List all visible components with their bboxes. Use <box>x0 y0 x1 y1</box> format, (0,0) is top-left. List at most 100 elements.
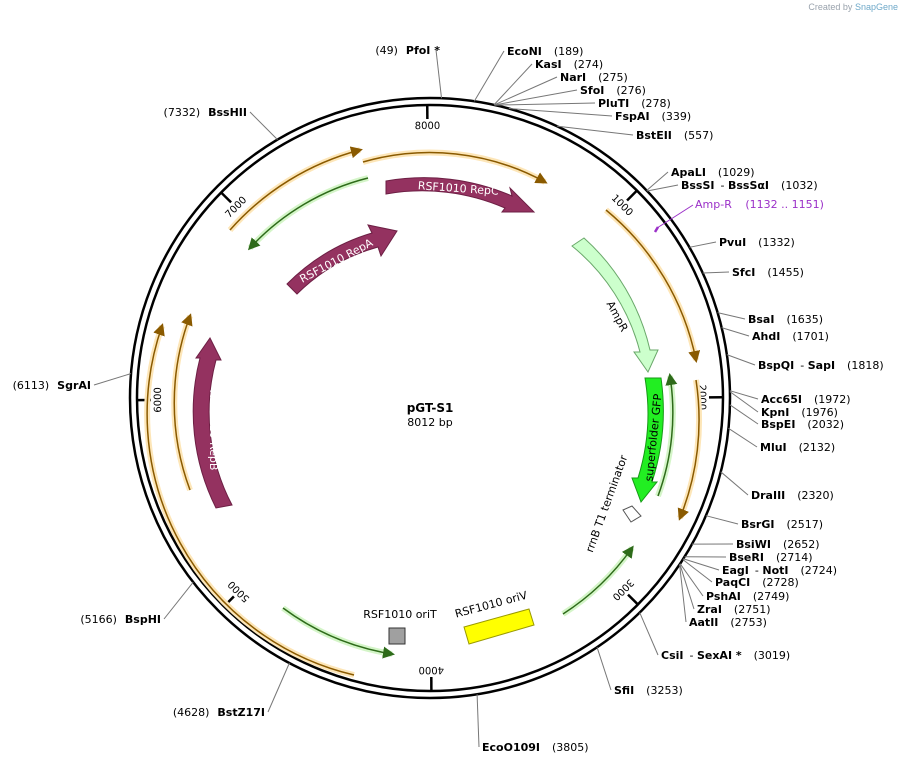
enzyme-site[interactable]: BsiWI(2652) <box>691 538 820 551</box>
orf-arc-left-inner-orange-line <box>173 313 193 491</box>
enzyme-leader-line <box>682 559 713 583</box>
enzyme-name: FspAI <box>615 110 650 123</box>
orf-arc-top-orange-line <box>362 151 548 184</box>
orf-arc-bottom-right-green <box>561 546 635 617</box>
enzyme-name: KpnI <box>761 406 789 419</box>
enzyme-site[interactable]: PluTI(278) <box>494 97 671 110</box>
enzyme-leader-line <box>705 515 739 525</box>
enzyme-position: (49) <box>375 44 398 57</box>
enzyme-labels: EcoNI(189)KasI(274)NarI(275)SfoI(276)Plu… <box>13 44 884 754</box>
enzyme-name: SfoI <box>580 84 604 97</box>
enzyme-position: (1332) <box>758 236 795 249</box>
enzyme-label: DraIII(2320) <box>751 489 834 502</box>
enzyme-label: (7332)BssHII <box>164 106 247 119</box>
enzyme-separator: - <box>800 359 807 372</box>
enzyme-position: (4628) <box>173 706 210 719</box>
feature-repb[interactable]: RSF1010 RepB <box>192 337 233 509</box>
enzyme-site[interactable]: BspQI- SapI(1818) <box>726 354 884 372</box>
enzyme-site[interactable]: SfcI(1455) <box>702 266 804 279</box>
enzyme-leader-line <box>679 563 695 610</box>
enzyme-name: PfoI * <box>406 44 440 57</box>
enzyme-label: KasI(274) <box>535 58 603 71</box>
feature-orit[interactable]: RSF1010 oriT <box>363 608 437 645</box>
enzyme-site[interactable]: (5166)BspHI <box>80 581 194 626</box>
enzyme-leader-line <box>493 76 558 106</box>
enzyme-site[interactable]: SfiI(3253) <box>596 647 683 697</box>
primer-amp-r[interactable]: Amp-R (1132 .. 1151) <box>653 198 824 233</box>
enzyme-separator: - <box>689 649 696 662</box>
enzyme-site[interactable]: NarI(275) <box>493 71 628 106</box>
enzyme-site[interactable]: (6113)SgrAI <box>13 373 132 392</box>
enzyme-leader-line <box>683 558 720 571</box>
enzyme-name: BspHI <box>125 613 161 626</box>
enzyme-site[interactable]: MluI(2132) <box>728 427 835 454</box>
enzyme-site[interactable]: ApaLI(1029) <box>646 166 755 191</box>
enzyme-position: (2724) <box>801 564 838 577</box>
enzyme-name: SfcI <box>732 266 755 279</box>
feature-rrnb[interactable]: rrnB T1 terminator <box>583 453 642 554</box>
enzyme-site[interactable]: AhdI(1701) <box>721 327 829 343</box>
enzyme-site[interactable]: FspAI (339) <box>508 108 692 123</box>
ruler-tick-label: 4000 <box>419 664 445 675</box>
enzyme-leader-line <box>679 564 687 623</box>
enzyme-site[interactable]: BseRI(2714) <box>684 551 813 564</box>
enzyme-name: BstEII <box>636 129 672 142</box>
enzyme-site[interactable]: PaqCI(2728) <box>682 559 799 589</box>
enzyme-label: SfiI(3253) <box>614 684 683 697</box>
enzyme-name: SfiI <box>614 684 634 697</box>
enzyme-site[interactable]: BspEI(2032) <box>729 404 844 431</box>
enzyme-name: PvuI <box>719 236 746 249</box>
enzyme-label: BseRI(2714) <box>729 551 813 564</box>
enzyme-label: BsiWI(2652) <box>736 538 820 551</box>
enzyme-name-2: SexAI * <box>697 649 742 662</box>
enzyme-label: EcoO109I (3805) <box>482 741 589 754</box>
enzyme-label: EagI- NotI(2724) <box>722 564 837 577</box>
ruler-tick <box>627 593 639 606</box>
enzyme-site[interactable]: BsrGI(2517) <box>705 515 823 531</box>
enzyme-label: PluTI(278) <box>598 97 671 110</box>
orf-arc-bottom-right-green-line <box>562 545 634 615</box>
enzyme-separator: - <box>721 179 728 192</box>
enzyme-site[interactable]: EcoO109I (3805) <box>476 694 589 754</box>
enzyme-site[interactable]: DraIII(2320) <box>720 471 834 502</box>
enzyme-site[interactable]: BsaI(1635) <box>717 312 823 326</box>
enzyme-leader-line <box>729 391 759 413</box>
enzyme-label: SfoI(276) <box>580 84 646 97</box>
enzyme-site[interactable]: (7332)BssHII <box>164 106 278 141</box>
enzyme-site[interactable]: CsiI- SexAI *(3019) <box>639 612 790 662</box>
enzyme-site[interactable]: EagI- NotI(2724) <box>683 558 837 577</box>
enzyme-site[interactable]: BstEII(557) <box>556 125 714 142</box>
enzyme-name: PluTI <box>598 97 629 110</box>
enzyme-site[interactable]: KpnI(1976) <box>729 391 838 419</box>
feature-repc[interactable]: RSF1010 RepC <box>385 177 536 213</box>
enzyme-site[interactable]: BssSI- BssSαI(1032) <box>647 179 818 192</box>
enzyme-position: (3805) <box>552 741 589 754</box>
enzyme-label: (4628)BstZ17I <box>173 706 265 719</box>
enzyme-site[interactable]: KasI(274) <box>493 58 603 106</box>
enzyme-site[interactable]: EcoNI(189) <box>473 45 583 102</box>
enzyme-site[interactable]: SfoI(276) <box>494 84 646 106</box>
enzyme-site[interactable]: AatII(2753) <box>679 564 767 629</box>
enzyme-position: (274) <box>574 58 604 71</box>
enzyme-site[interactable]: (4628)BstZ17I <box>173 662 290 719</box>
enzyme-site[interactable]: PshAI(2749) <box>679 563 790 603</box>
feature-repa[interactable]: RSF1010 RepA <box>286 224 398 295</box>
enzyme-site[interactable]: ZraI(2751) <box>679 563 771 616</box>
plasmid-name: pGT-S1 <box>407 401 454 415</box>
enzyme-position: (339) <box>662 110 692 123</box>
enzyme-site[interactable]: PvuI (1332) <box>689 236 795 249</box>
enzyme-name: ZraI <box>697 603 722 616</box>
enzyme-leader-line <box>93 373 132 386</box>
enzyme-position: (2749) <box>753 590 790 603</box>
enzyme-position: (1032) <box>781 179 818 192</box>
feature-ampr[interactable]: AmpR <box>571 237 659 374</box>
enzyme-name: AhdI <box>752 330 780 343</box>
enzyme-label: Acc65I(1972) <box>761 393 851 406</box>
enzyme-position: (7332) <box>164 106 201 119</box>
enzyme-leader-line <box>267 662 290 713</box>
enzyme-site[interactable]: (49) PfoI * <box>375 44 443 99</box>
enzyme-name: EcoO109I <box>482 741 540 754</box>
enzyme-site[interactable]: Acc65I(1972) <box>729 390 851 406</box>
feature-oriv[interactable]: RSF1010 oriV <box>454 589 535 645</box>
